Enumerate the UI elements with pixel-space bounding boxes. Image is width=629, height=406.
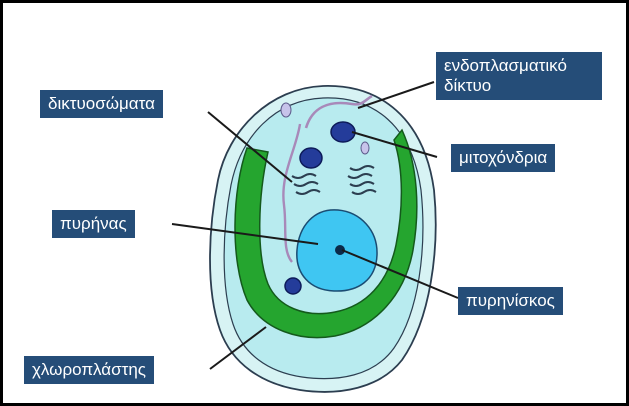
mitochondria-label: μιτοχόνδρια: [451, 144, 555, 172]
er-label-line-1: ενδοπλασματικό: [444, 56, 594, 76]
er-label-line-2: δίκτυο: [444, 76, 594, 96]
nucleolus-label: πυρηνίσκος: [458, 287, 563, 315]
mitochondrion-2: [300, 148, 322, 168]
nucleus-label: πυρήνας: [52, 210, 135, 238]
golgi-label: δικτυοσώματα: [40, 90, 163, 118]
vesicle-1: [281, 103, 291, 117]
er-label: ενδοπλασματικό δίκτυο: [436, 52, 602, 100]
mitochondrion-3: [285, 278, 301, 294]
vesicle-2: [361, 142, 369, 154]
chloroplast-label: χλωροπλάστης: [24, 356, 154, 384]
mitochondrion-1: [331, 122, 355, 142]
